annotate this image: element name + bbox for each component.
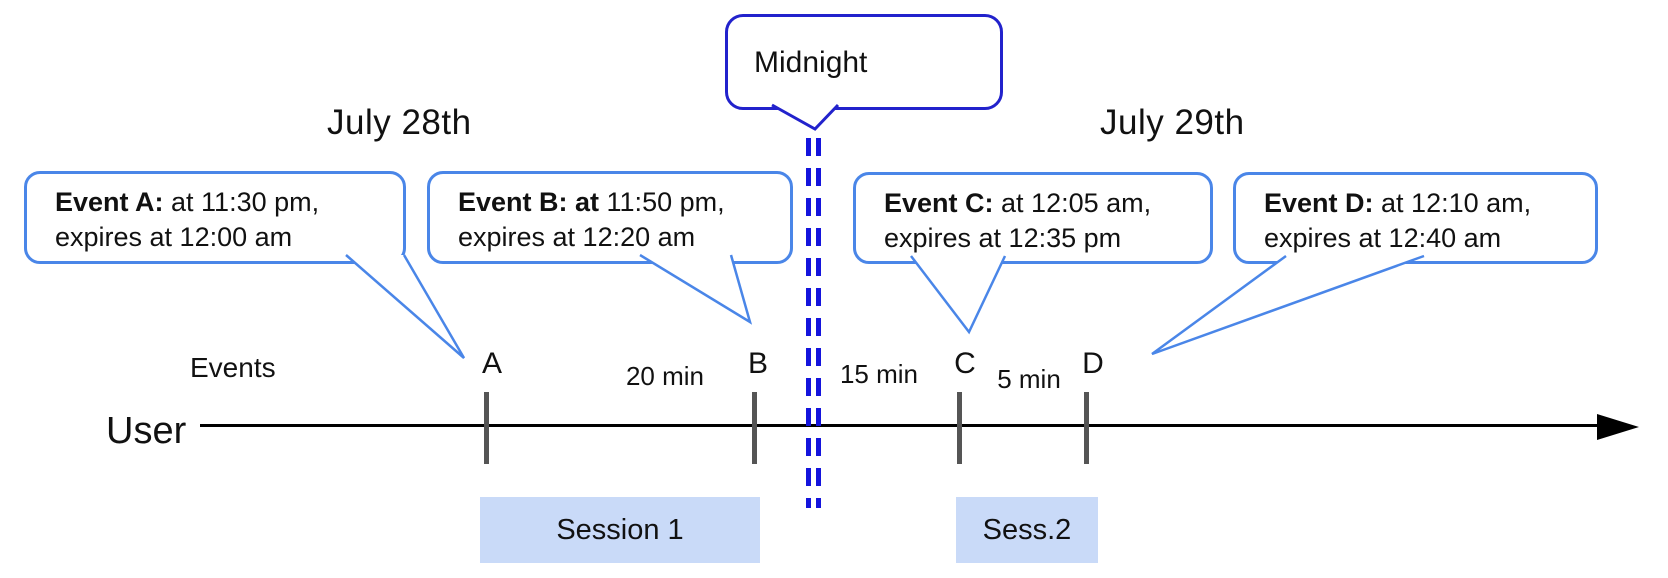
date-label-july-29: July 29th	[1100, 103, 1245, 142]
event-a-callout: Event A: at 11:30 pm, expires at 12:00 a…	[24, 171, 406, 264]
event-c-line1: Event C: at 12:05 am,	[884, 188, 1152, 218]
event-d-callout-tail	[1151, 254, 1425, 356]
events-axis-label: Events	[190, 352, 276, 383]
date-label-july-28: July 28th	[327, 103, 472, 142]
event-d-callout: Event D: at 12:10 am, expires at 12:40 a…	[1233, 172, 1598, 264]
tick-label-a: A	[481, 347, 502, 380]
event-b-line1: Event B: at 11:50 pm,	[458, 187, 725, 217]
session-1-label: Session 1	[556, 513, 684, 546]
event-b-callout: Event B: at 11:50 pm, expires at 12:20 a…	[427, 171, 793, 264]
event-c-line2: expires at 12:35 pm	[884, 223, 1122, 253]
tick-c	[957, 392, 962, 464]
midnight-dashed-line-right	[816, 138, 821, 508]
midnight-callout-text: Midnight	[754, 45, 868, 79]
event-c-callout: Event C: at 12:05 am, expires at 12:35 p…	[853, 172, 1213, 264]
event-b-callout-tail	[639, 253, 753, 325]
timeline-arrowhead-icon	[1597, 414, 1639, 440]
interval-label-5min: 5 min	[997, 364, 1061, 394]
event-a-line1: Event A: at 11:30 pm,	[55, 187, 320, 217]
timeline-axis	[200, 424, 1612, 427]
event-a-callout-tail	[345, 254, 466, 359]
midnight-dashed-line-left	[806, 138, 811, 508]
event-d-line1: Event D: at 12:10 am,	[1264, 188, 1532, 218]
tick-label-d: D	[1082, 347, 1104, 380]
user-axis-label: User	[106, 410, 187, 452]
tick-d	[1084, 392, 1089, 464]
session-2-label: Sess.2	[982, 513, 1072, 546]
event-b-line2: expires at 12:20 am	[458, 222, 696, 252]
tick-label-c: C	[954, 347, 976, 380]
tick-b	[752, 392, 757, 464]
midnight-callout: Midnight	[725, 14, 1003, 110]
tick-a	[484, 392, 489, 464]
tick-label-b: B	[747, 347, 768, 380]
event-c-callout-tail	[910, 255, 1007, 335]
session-1-box: Session 1	[480, 497, 760, 563]
interval-label-15min: 15 min	[839, 359, 919, 389]
interval-label-20min: 20 min	[625, 361, 705, 391]
event-a-line2: expires at 12:00 am	[55, 222, 293, 252]
session-2-box: Sess.2	[956, 497, 1098, 563]
event-d-line2: expires at 12:40 am	[1264, 223, 1502, 253]
